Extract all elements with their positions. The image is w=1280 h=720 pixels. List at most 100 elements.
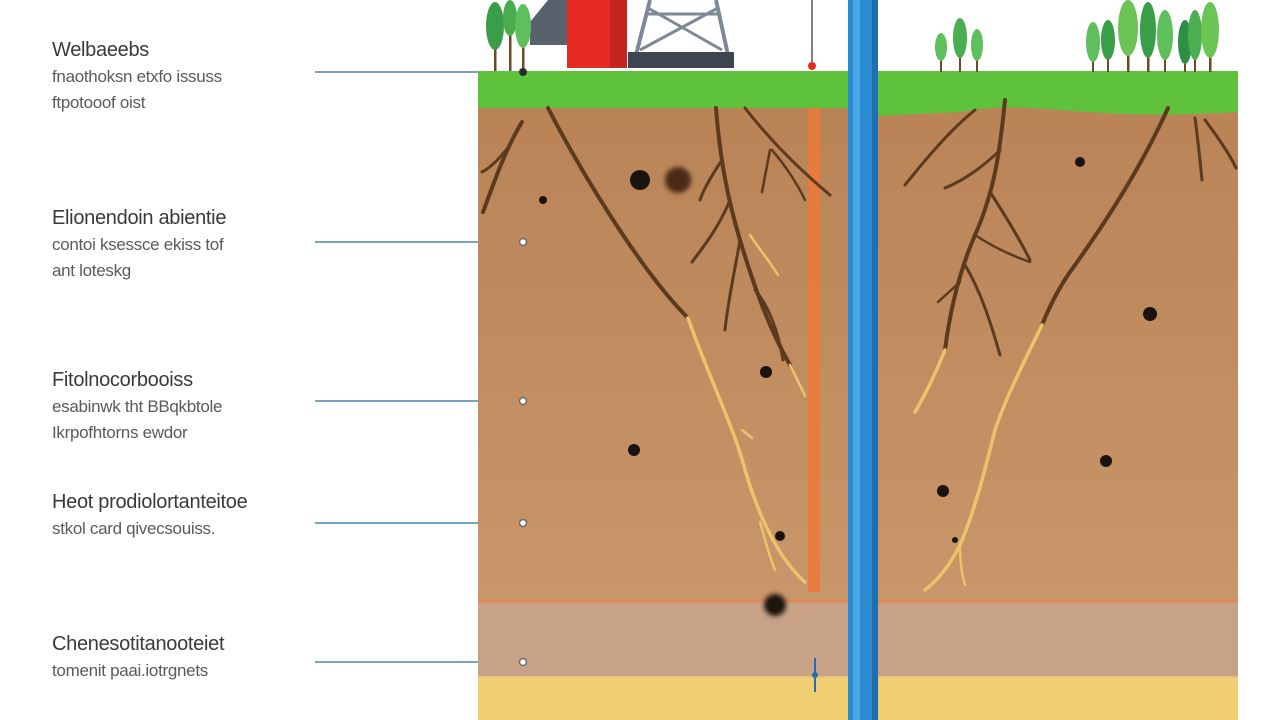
root-right-1-branch-d	[973, 233, 1032, 264]
root-left-3-branch-a	[690, 198, 732, 264]
tree	[953, 18, 967, 58]
roots-left	[480, 106, 832, 367]
tree	[971, 29, 983, 61]
label-title: Fitolnocorbooiss	[52, 369, 193, 391]
particle-blurred	[764, 594, 786, 616]
light-root-right-1	[923, 323, 1044, 592]
particle	[760, 366, 772, 378]
subsoil-band-left	[478, 600, 848, 677]
tree	[503, 0, 517, 36]
root-right-2	[1040, 106, 1170, 327]
root-right-1-branch-a	[943, 148, 1002, 190]
light-root-right-2	[913, 348, 947, 414]
bottom-marker-dot	[812, 672, 818, 678]
root-right-3	[1193, 116, 1204, 182]
tree-trunk	[1127, 45, 1130, 72]
soil-layer-right	[878, 100, 1238, 602]
light-root-left-1	[686, 316, 807, 584]
subsoil-band-right	[878, 600, 1238, 677]
label-text: fnaothoksn etxfo issuss	[52, 67, 222, 86]
label-text: ant loteskg	[52, 261, 131, 280]
tree	[486, 2, 504, 50]
tree-trunk	[959, 48, 961, 72]
tree	[1157, 10, 1173, 60]
label-text: stkol card qivecsouiss.	[52, 519, 216, 538]
orange-probe-line	[808, 108, 820, 592]
soil-particles	[539, 157, 1157, 616]
tree-trunk	[509, 30, 512, 71]
connector-endpoint-2	[518, 237, 528, 247]
roots-right	[903, 98, 1238, 357]
root-right-1-branch-c	[988, 190, 1032, 262]
particle	[775, 531, 785, 541]
tree	[1201, 2, 1219, 58]
water-pipe-highlight	[853, 0, 860, 720]
particle	[630, 170, 650, 190]
root-left-3-branch-d	[753, 288, 785, 362]
label-block-5: Chenesotitanooteiet tomenit paai.iotrgne…	[52, 632, 312, 684]
light-root-left-1-branch-a	[740, 428, 754, 440]
tree-trunk	[976, 52, 978, 72]
particle	[628, 444, 640, 456]
gray-house	[530, 0, 570, 45]
surface-point	[519, 68, 527, 76]
root-left-3-branch-b	[723, 238, 742, 332]
red-building-shade	[610, 0, 627, 68]
sand-layer-left	[478, 676, 848, 720]
label-block-2: Elionendoin abientie contoi ksessce ekis…	[52, 206, 312, 284]
grass-strip-left	[478, 71, 848, 108]
trees-left	[486, 0, 531, 76]
connector-endpoint-5	[518, 657, 528, 667]
particle	[937, 485, 949, 497]
light-root-right-1-branch	[958, 543, 967, 587]
tree	[1188, 10, 1202, 60]
root-left-2-branch	[480, 148, 508, 174]
light-root-left-2	[748, 233, 780, 277]
particle	[952, 537, 958, 543]
label-block-3: Fitolnocorbooiss esabinwk tht BBqkbtole …	[52, 368, 312, 446]
label-text: ftpotooof oist	[52, 93, 146, 112]
root-left-4-branch-a	[760, 148, 772, 194]
soil-layer-left	[478, 105, 848, 602]
root-left-3-branch-c	[698, 158, 724, 202]
light-root-left-3	[788, 363, 807, 398]
grass-strip-right	[878, 71, 1238, 116]
label-text: contoi ksessce ekiss tof	[52, 235, 224, 254]
probe-red-dot	[808, 62, 816, 70]
trees-right	[935, 0, 1219, 72]
tree	[1086, 22, 1100, 62]
label-title: Heot prodiolortanteitoe	[52, 491, 248, 513]
connector-endpoints	[518, 237, 528, 667]
tree-trunk	[1147, 45, 1150, 72]
particle	[539, 196, 547, 204]
tree-trunk	[522, 42, 525, 71]
tree-trunk	[1107, 50, 1109, 72]
particle	[1075, 157, 1085, 167]
tree	[1118, 0, 1138, 56]
surface-structures	[530, 0, 734, 68]
root-right-1-branch-b	[903, 108, 977, 187]
tree-trunk	[1209, 45, 1212, 72]
label-title: Elionendoin abientie	[52, 207, 227, 229]
light-roots-left	[686, 233, 807, 584]
tree-trunk	[940, 52, 942, 72]
sand-layer-right	[878, 676, 1238, 720]
root-right-4	[1203, 118, 1238, 170]
connector-endpoint-3	[518, 396, 528, 406]
label-text: tomenit paai.iotrgnets	[52, 661, 208, 680]
particle	[1143, 307, 1157, 321]
label-block-4: Heot prodiolortanteitoe stkol card qivec…	[52, 490, 312, 542]
label-block-1: Welbaeebs fnaothoksn etxfo issuss ftpoto…	[52, 38, 312, 116]
root-right-1-branch-f	[936, 280, 962, 304]
root-left-4	[743, 106, 832, 197]
root-left-4-branch-b	[770, 148, 807, 202]
tree	[1101, 20, 1115, 60]
derrick-base	[628, 52, 734, 68]
tree	[1140, 2, 1156, 58]
connector-endpoint-4	[518, 518, 528, 528]
drilling-derrick	[634, 0, 730, 56]
root-left-2	[481, 120, 524, 214]
particle	[1100, 455, 1112, 467]
